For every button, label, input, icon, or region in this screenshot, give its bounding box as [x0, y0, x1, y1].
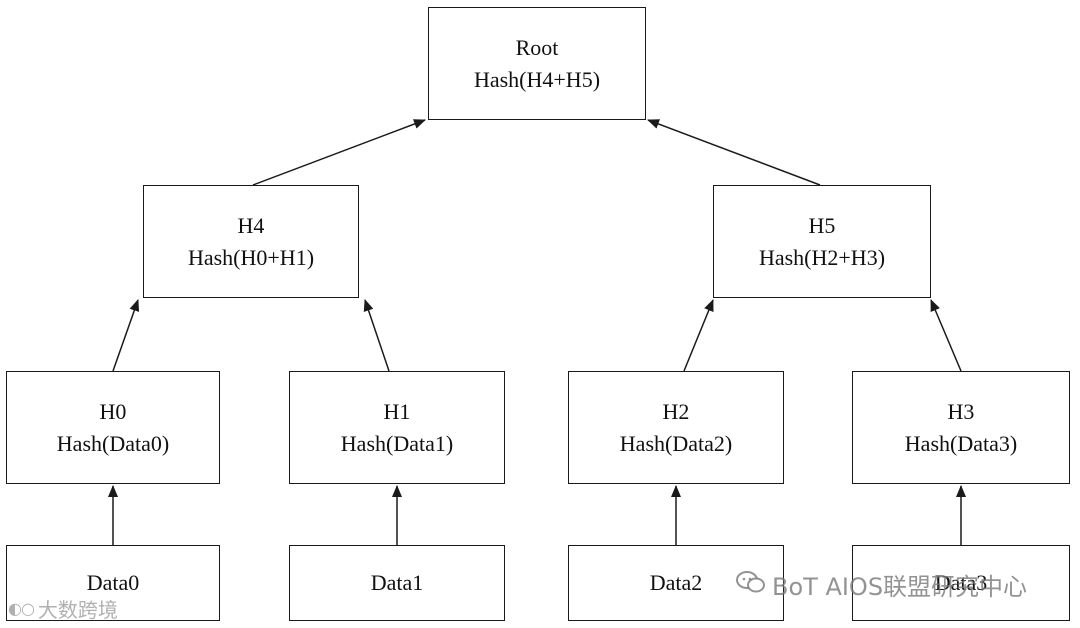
edge-h1-h4 [363, 299, 390, 372]
watermark-left: ◐○ 大数跨境 [8, 594, 118, 623]
node-title: H1 [383, 398, 411, 424]
watermark-right-text: BoT AIOS联盟研究中心 [772, 573, 1028, 601]
node-title: H5 [808, 212, 836, 238]
node-title: Root [515, 34, 559, 60]
node-title: H3 [947, 398, 975, 424]
node-formula: Hash(Data1) [340, 430, 454, 456]
node-title: Data3 [934, 570, 988, 595]
h4-node: H4 Hash(H0+H1) [143, 185, 359, 298]
h2-node: H2 Hash(Data2) [568, 371, 784, 484]
edge-h4-root [252, 119, 426, 186]
node-title: H2 [662, 398, 690, 424]
node-title: Data1 [370, 570, 424, 595]
h0-node: H0 Hash(Data0) [6, 371, 220, 484]
h3-node: H3 Hash(Data3) [852, 371, 1070, 484]
edge-h5-root [647, 119, 821, 186]
node-formula: Hash(H0+H1) [187, 244, 315, 270]
node-formula: Hash(Data2) [619, 430, 733, 456]
node-title: H0 [99, 398, 127, 424]
data2-node: Data2 [568, 545, 784, 621]
wechat-icon [736, 570, 766, 600]
watermark-right: BoT AIOS联盟研究中心 [736, 567, 1027, 602]
node-formula: Hash(Data0) [56, 430, 170, 456]
node-title: Data0 [86, 570, 140, 595]
edge-h3-h5 [930, 299, 962, 372]
node-formula: Hash(H4+H5) [473, 66, 601, 92]
node-title: Data2 [649, 570, 703, 595]
data0-node: Data0 [6, 545, 220, 621]
data1-node: Data1 [289, 545, 505, 621]
node-formula: Hash(H2+H3) [758, 244, 886, 270]
watermark-logo-icon: ◐○ [8, 599, 35, 618]
data3-node: Data3 [852, 545, 1070, 621]
h1-node: H1 Hash(Data1) [289, 371, 505, 484]
node-title: H4 [237, 212, 265, 238]
node-formula: Hash(Data3) [904, 430, 1018, 456]
watermark-left-text: 大数跨境 [37, 598, 118, 622]
h5-node: H5 Hash(H2+H3) [713, 185, 931, 298]
edge-h2-h5 [683, 299, 714, 372]
edge-h0-h4 [112, 299, 140, 372]
root-hash-node: Root Hash(H4+H5) [428, 7, 646, 120]
